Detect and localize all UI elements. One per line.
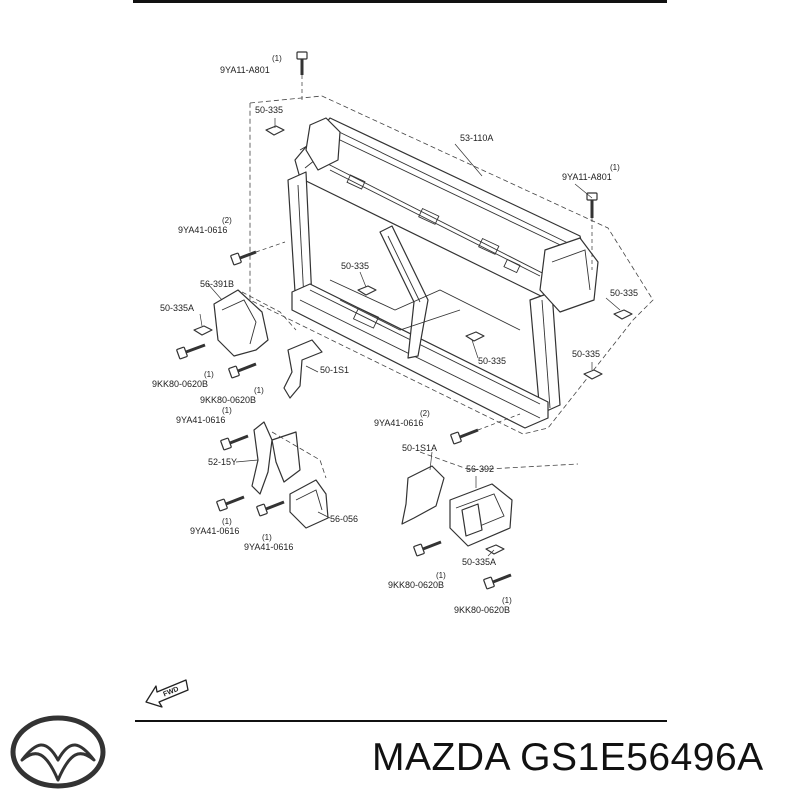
- bracket-52-15y: [251, 421, 327, 495]
- label-bolt-ya41-a-qty: (1): [222, 406, 232, 415]
- nut-center: [357, 285, 377, 296]
- label-bolt-kk-4-qty: (1): [502, 596, 512, 605]
- label-bolt-kk-2-qty: (1): [254, 386, 264, 395]
- label-bolt-kk-3: 9KK80-0620B: [388, 580, 444, 590]
- cover-56-056: [289, 479, 329, 529]
- nut-right-upper: [613, 309, 633, 320]
- radiator-support-frame: [249, 95, 654, 435]
- label-nut-right-low: 50-335: [572, 349, 600, 359]
- label-bracket-15y: 52-15Y: [208, 457, 237, 467]
- bolt-kk-2: [228, 362, 257, 379]
- mazda-logo-icon: [10, 715, 106, 789]
- bolt-ya41-c: [216, 495, 245, 512]
- label-bolt-kk-1: 9KK80-0620B: [152, 379, 208, 389]
- label-bolt-kk-3-qty: (1): [436, 571, 446, 580]
- bolt-top: [296, 51, 308, 102]
- frame-envelope: [249, 95, 654, 435]
- bolt-ya41-a: [220, 434, 249, 451]
- label-bolt-kk-4: 9KK80-0620B: [454, 605, 510, 615]
- frame-right-head: [539, 237, 599, 313]
- seal-50-1s1: [283, 339, 323, 399]
- label-bolt-ya41-b-qty: (2): [420, 409, 430, 418]
- label-nut-center-low: 50-335: [478, 356, 506, 366]
- label-bolt-kk-2: 9KK80-0620B: [200, 395, 256, 405]
- label-bolt-ya41-c-qty: (1): [222, 517, 232, 526]
- bolt-ya41-d: [256, 500, 285, 517]
- bracket-56-391b: [213, 289, 297, 357]
- label-frame: 53-110A: [460, 133, 493, 143]
- label-bolt-kk-1-qty: (1): [204, 370, 214, 379]
- label-bolt-ya41-c: 9YA41-0616: [190, 526, 239, 536]
- bolt-kk-1: [176, 343, 206, 360]
- bolt-right-top: [586, 192, 598, 270]
- label-bolt-ya41-d: 9YA41-0616: [244, 542, 293, 552]
- fwd-arrow-icon: FWD: [145, 679, 189, 708]
- label-bolt-right: 9YA11-A801: [562, 172, 612, 182]
- label-nut-right-upper: 50-335: [610, 288, 638, 298]
- label-bolt-right-qty: (1): [610, 163, 620, 172]
- label-bolt-top: 9YA11-A801: [220, 65, 270, 75]
- label-bolt-ya41-b: 9YA41-0616: [374, 418, 423, 428]
- label-nut-top: 50-335: [255, 105, 283, 115]
- label-nut-center: 50-335: [341, 261, 369, 271]
- bolt-ya41-b: [450, 413, 521, 445]
- leader-lines: [199, 143, 621, 557]
- label-bolt-top-qty: (1): [272, 54, 282, 63]
- bracket-56-392: [449, 483, 513, 547]
- label-bolt-ya41-a: 9YA41-0616: [176, 415, 225, 425]
- label-bolt-left-upper-qty: (2): [222, 216, 232, 225]
- frame-left-top-block: [305, 117, 341, 171]
- seal-50-1s1a: [401, 451, 579, 525]
- label-bolt-ya41-d-qty: (1): [262, 533, 272, 542]
- part-labels: (1) 9YA11-A801 50-335 53-110A (1) 9YA11-…: [152, 54, 638, 615]
- nut-center-low: [465, 331, 485, 342]
- label-nut-a-right: 50-335A: [462, 557, 496, 567]
- label-seal-left: 50-1S1: [320, 365, 349, 375]
- nut-right-low: [583, 369, 603, 380]
- bolt-kk-4: [483, 573, 512, 590]
- label-bolt-left-upper: 9YA41-0616: [178, 225, 227, 235]
- label-nut-a-left: 50-335A: [160, 303, 194, 313]
- nut-a-left: [193, 325, 213, 336]
- part-number-caption: MAZDA GS1E56496A: [372, 736, 764, 779]
- label-bracket-right: 56-392: [466, 464, 494, 474]
- bolt-left-upper: [230, 241, 286, 266]
- label-cover-056: 56-056: [330, 514, 358, 524]
- bolt-kk-3: [413, 540, 442, 557]
- nut-top: [265, 118, 285, 136]
- label-seal-right: 50-1S1A: [402, 443, 437, 453]
- nut-a-right: [485, 544, 505, 555]
- label-bracket-left: 56-391B: [200, 279, 234, 289]
